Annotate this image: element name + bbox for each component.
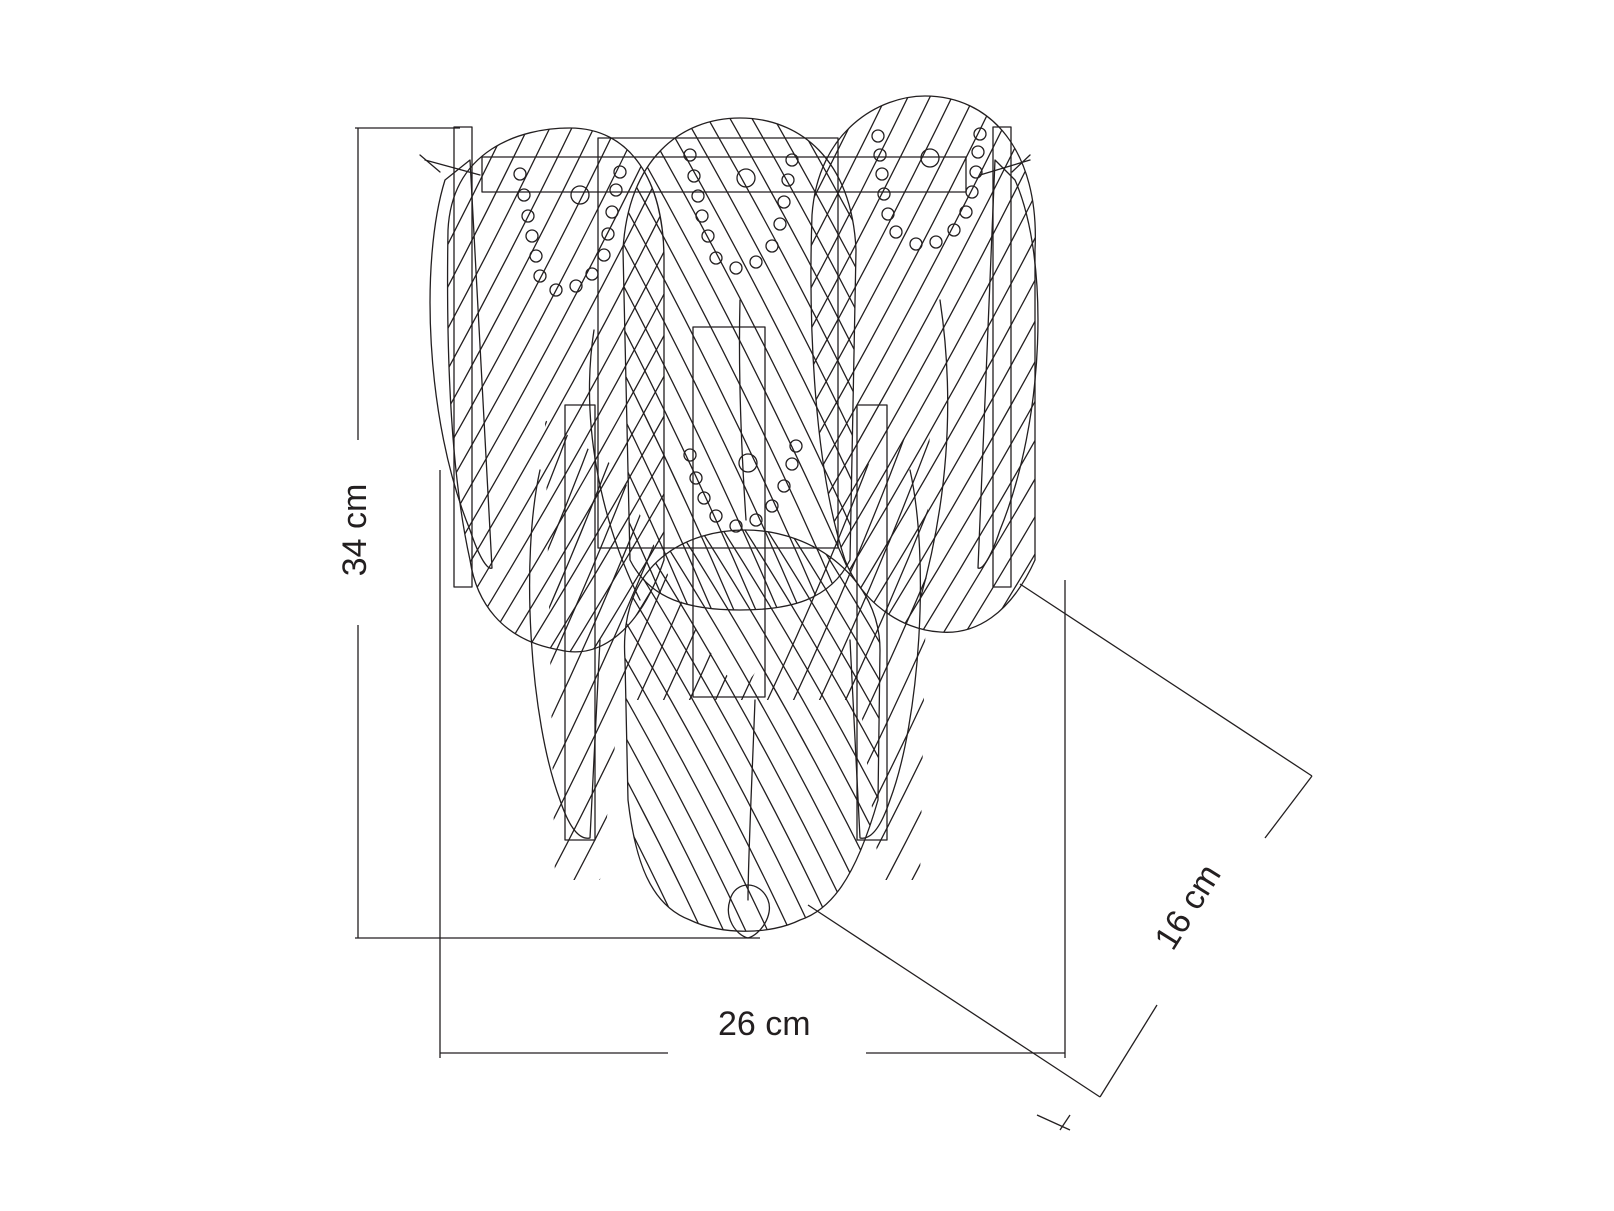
dimension-lines: [355, 127, 1313, 1131]
bottom-rib: [747, 699, 756, 901]
feather-ribs: [570, 148, 949, 939]
bottom-feather-beads: [683, 439, 803, 533]
center-column: [692, 326, 766, 698]
lower-feather-layer: [528, 404, 930, 880]
center-feather-hatching: [623, 118, 856, 610]
left-feather-hatching: [447, 128, 664, 652]
left-rib: [588, 329, 641, 601]
right-top-screw: [920, 148, 940, 168]
depth-line-upper: [1264, 775, 1313, 839]
center-rib: [738, 299, 747, 521]
right-feather-hatching: [810, 96, 1036, 633]
side-feathers: [429, 159, 1039, 569]
width-dimension-label: 26 cm: [718, 1005, 811, 1043]
right-rod: [856, 404, 888, 841]
back-plate: [597, 137, 839, 549]
center-feather-outline: [622, 117, 857, 611]
left-feather: [446, 127, 665, 653]
top-bar: [481, 156, 967, 193]
left-feather-beads: [513, 165, 627, 297]
left-side-strip: [453, 126, 473, 588]
bottom-feather: [623, 439, 881, 932]
right-side-feather: [977, 159, 1039, 569]
depth-line-lower: [1099, 1004, 1158, 1098]
depth-bottom-tick: [1036, 1114, 1071, 1131]
left-feather-outline: [446, 127, 665, 653]
right-rib: [919, 299, 949, 601]
bottom-feather-outline: [623, 529, 881, 932]
right-feather-beads: [871, 127, 987, 251]
lower-right-feather: [849, 469, 922, 839]
depth-extension-top: [1019, 583, 1313, 777]
left-side-feather: [429, 159, 493, 569]
right-feather-outline: [810, 95, 1036, 633]
center-feather: [622, 117, 857, 611]
bottom-feather-hatching: [624, 530, 880, 932]
center-feather-beads: [683, 148, 799, 275]
center-screw: [738, 453, 758, 473]
center-top-screw: [736, 168, 756, 188]
depth-extension-bottom: [807, 904, 1101, 1098]
sconce-illustration: [419, 95, 1039, 939]
bottom-tip: [727, 884, 771, 939]
left-top-screw: [570, 185, 590, 205]
depth-bottom-tick-2: [1059, 1114, 1071, 1131]
height-dimension-label: 34 cm: [336, 483, 374, 577]
lower-left-feather: [528, 469, 601, 839]
right-feather: [810, 95, 1036, 633]
right-side-strip: [992, 126, 1012, 588]
